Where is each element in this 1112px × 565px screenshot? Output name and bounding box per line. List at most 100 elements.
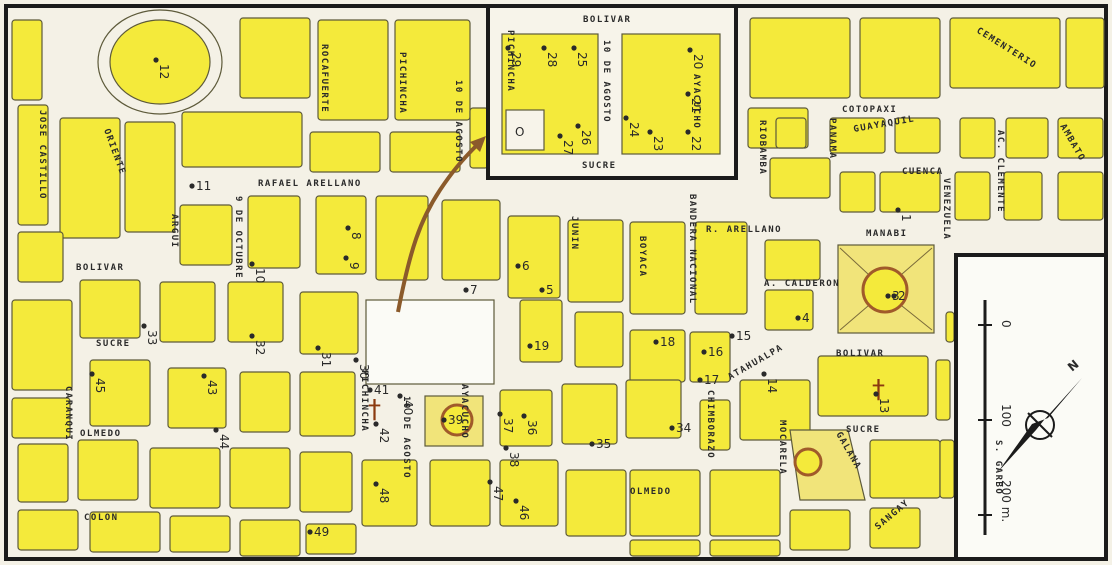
scale-label-0: 0: [999, 320, 1013, 328]
landmark-dot: [353, 357, 359, 363]
landmark-number: 49: [314, 525, 329, 539]
street-label-cotopaxi: COTOPAXI: [842, 105, 897, 115]
landmark-dot: [503, 445, 509, 451]
landmark-11: 11: [189, 179, 211, 193]
landmark-dot: [885, 293, 891, 299]
landmark-24: 24: [623, 115, 641, 137]
landmark-dot: [189, 183, 195, 189]
city-block: [689, 331, 731, 383]
legend-panel: [954, 253, 1108, 561]
landmark-number: 3: [892, 289, 900, 303]
city-block: [429, 459, 491, 527]
landmark-number: 31: [319, 352, 333, 367]
landmark-32: 32: [249, 333, 267, 355]
street-label-diez_agosto_n: 10 DE AGOSTO: [453, 80, 463, 163]
landmark-number: 36: [525, 420, 539, 435]
landmark-number: 11: [196, 179, 211, 193]
street-label-nueve_octubre: 9 DE OCTUBRE: [233, 196, 243, 279]
landmark-37: 37: [497, 411, 515, 433]
landmark-dot: [497, 411, 503, 417]
landmark-number: 39: [448, 413, 463, 427]
landmark-14: 14: [761, 371, 779, 393]
landmark-dot: [571, 45, 577, 51]
street-label-s_garbo: S. GARBO: [993, 440, 1003, 495]
landmark-number: 20: [691, 54, 705, 69]
landmark-26: 26: [575, 123, 593, 145]
city-block: [574, 311, 624, 368]
city-block: [764, 289, 814, 331]
landmark-dot: [515, 263, 521, 269]
city-block: [59, 117, 121, 239]
city-block: [769, 157, 831, 199]
city-block: [239, 371, 291, 433]
landmark-15: 15: [729, 329, 751, 343]
city-block: [77, 439, 139, 501]
landmark-number: 16: [708, 345, 723, 359]
landmark-16: 16: [701, 345, 723, 359]
city-block: [159, 281, 216, 343]
landmark-44: 44: [213, 427, 231, 449]
city-block: [305, 523, 357, 555]
city-block: [299, 371, 356, 437]
landmark-dot: [89, 371, 95, 377]
landmark-dot: [513, 498, 519, 504]
city-blocks: [11, 17, 1105, 557]
landmark-dot: [895, 207, 901, 213]
landmark-number: 22: [689, 136, 703, 151]
city-block: [817, 355, 929, 417]
landmark-number: 29: [509, 52, 523, 67]
city-block: [11, 299, 73, 391]
street-label-cuenca: CUENCA: [902, 167, 944, 177]
landmark-dot: [761, 371, 767, 377]
city-block: [629, 469, 701, 537]
city-block: [939, 439, 955, 499]
landmark-number: 43: [205, 380, 219, 395]
church-cross-13: †: [872, 375, 885, 405]
street-label-riobamba: RIOBAMBA: [757, 120, 767, 175]
landmark-31: 31: [315, 345, 333, 367]
city-block: [17, 443, 69, 503]
landmark-dot: [505, 45, 511, 51]
landmark-36: 36: [521, 413, 539, 435]
landmark-number: 42: [377, 428, 391, 443]
landmark-dot: [539, 287, 545, 293]
city-block: [17, 231, 64, 283]
city-block: [709, 539, 781, 557]
city-block: [17, 509, 79, 551]
city-block: [315, 195, 367, 275]
landmark-dot: [687, 47, 693, 53]
city-block: [499, 459, 559, 527]
landmark-39: 39: [441, 413, 463, 427]
landmark-dot: [685, 91, 691, 97]
landmark-number: 38: [507, 452, 521, 467]
street-label-colon: COLON: [84, 513, 119, 523]
city-block: [829, 117, 886, 154]
landmark-number: 34: [676, 421, 691, 435]
inset-plaza-label: O: [515, 125, 524, 139]
landmark-dot: [653, 339, 659, 345]
landmark-number: 28: [545, 52, 559, 67]
landmark-dot: [891, 293, 897, 299]
landmark-28: 28: [541, 45, 559, 67]
landmark-number: 26: [579, 130, 593, 145]
landmark-9: 9: [343, 255, 361, 270]
street-label-boyaca: BOYACA: [637, 236, 647, 278]
city-block: [309, 131, 381, 173]
city-block: [839, 171, 876, 213]
landmark-number: 46: [517, 505, 531, 520]
landmark-dot: [249, 261, 255, 267]
landmark-2: 2: [891, 289, 906, 303]
city-block: [167, 367, 227, 429]
landmark-number: 37: [501, 418, 515, 433]
scale-label-100: 100: [999, 404, 1013, 427]
landmark-number: 15: [736, 329, 751, 343]
street-label-caranqui: CARANQUI: [63, 386, 73, 441]
landmark-dot: [729, 333, 735, 339]
landmark-dot: [307, 529, 313, 535]
landmark-47: 47: [487, 479, 505, 501]
landmark-number: 10: [253, 268, 267, 283]
central-plaza: [365, 299, 495, 385]
city-block: [764, 239, 821, 281]
